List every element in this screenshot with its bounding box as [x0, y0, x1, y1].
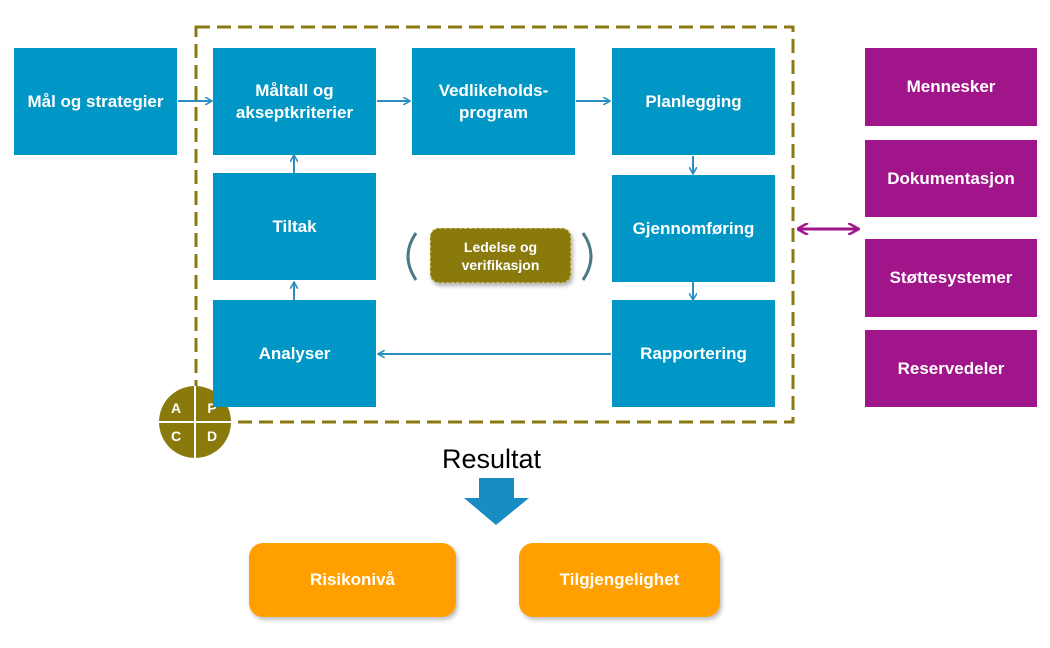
planlegging-box: Planlegging	[612, 48, 775, 155]
mal-og-strategier-box: Mål og strategier	[14, 48, 177, 155]
cycle-right-curve	[581, 232, 593, 281]
pdca-letter-p: P	[207, 400, 217, 416]
outcome-tilgjengelighet: Tilgjengelighet	[519, 543, 720, 617]
resource-stottesystemer: Støttesystemer	[865, 239, 1037, 317]
maltall-box: Måltall og akseptkriterier	[213, 48, 376, 155]
resource-mennesker: Mennesker	[865, 48, 1037, 126]
result-label: Resultat	[442, 444, 542, 474]
cycle-left-curve	[406, 232, 418, 281]
gjennomforing-box: Gjennomføring	[612, 175, 775, 282]
outcome-risikoniva: Risikonivå	[249, 543, 456, 617]
analyser-box: Analyser	[213, 300, 376, 407]
vedlikeholdsprogram-box: Vedlikeholds-program	[412, 48, 575, 155]
pdca-letter-a: A	[170, 400, 182, 416]
result-down-arrow	[464, 478, 529, 525]
resource-reservedeler: Reservedeler	[865, 330, 1037, 407]
pdca-letter-d: D	[206, 428, 218, 444]
ledelse-verifikasjon-label: Ledelse og verifikasjon	[430, 228, 571, 283]
pdca-letter-c: C	[170, 428, 182, 444]
tiltak-box: Tiltak	[213, 173, 376, 280]
process-frame	[194, 25, 795, 424]
rapportering-box: Rapportering	[612, 300, 775, 407]
resource-dokumentasjon: Dokumentasjon	[865, 140, 1037, 217]
